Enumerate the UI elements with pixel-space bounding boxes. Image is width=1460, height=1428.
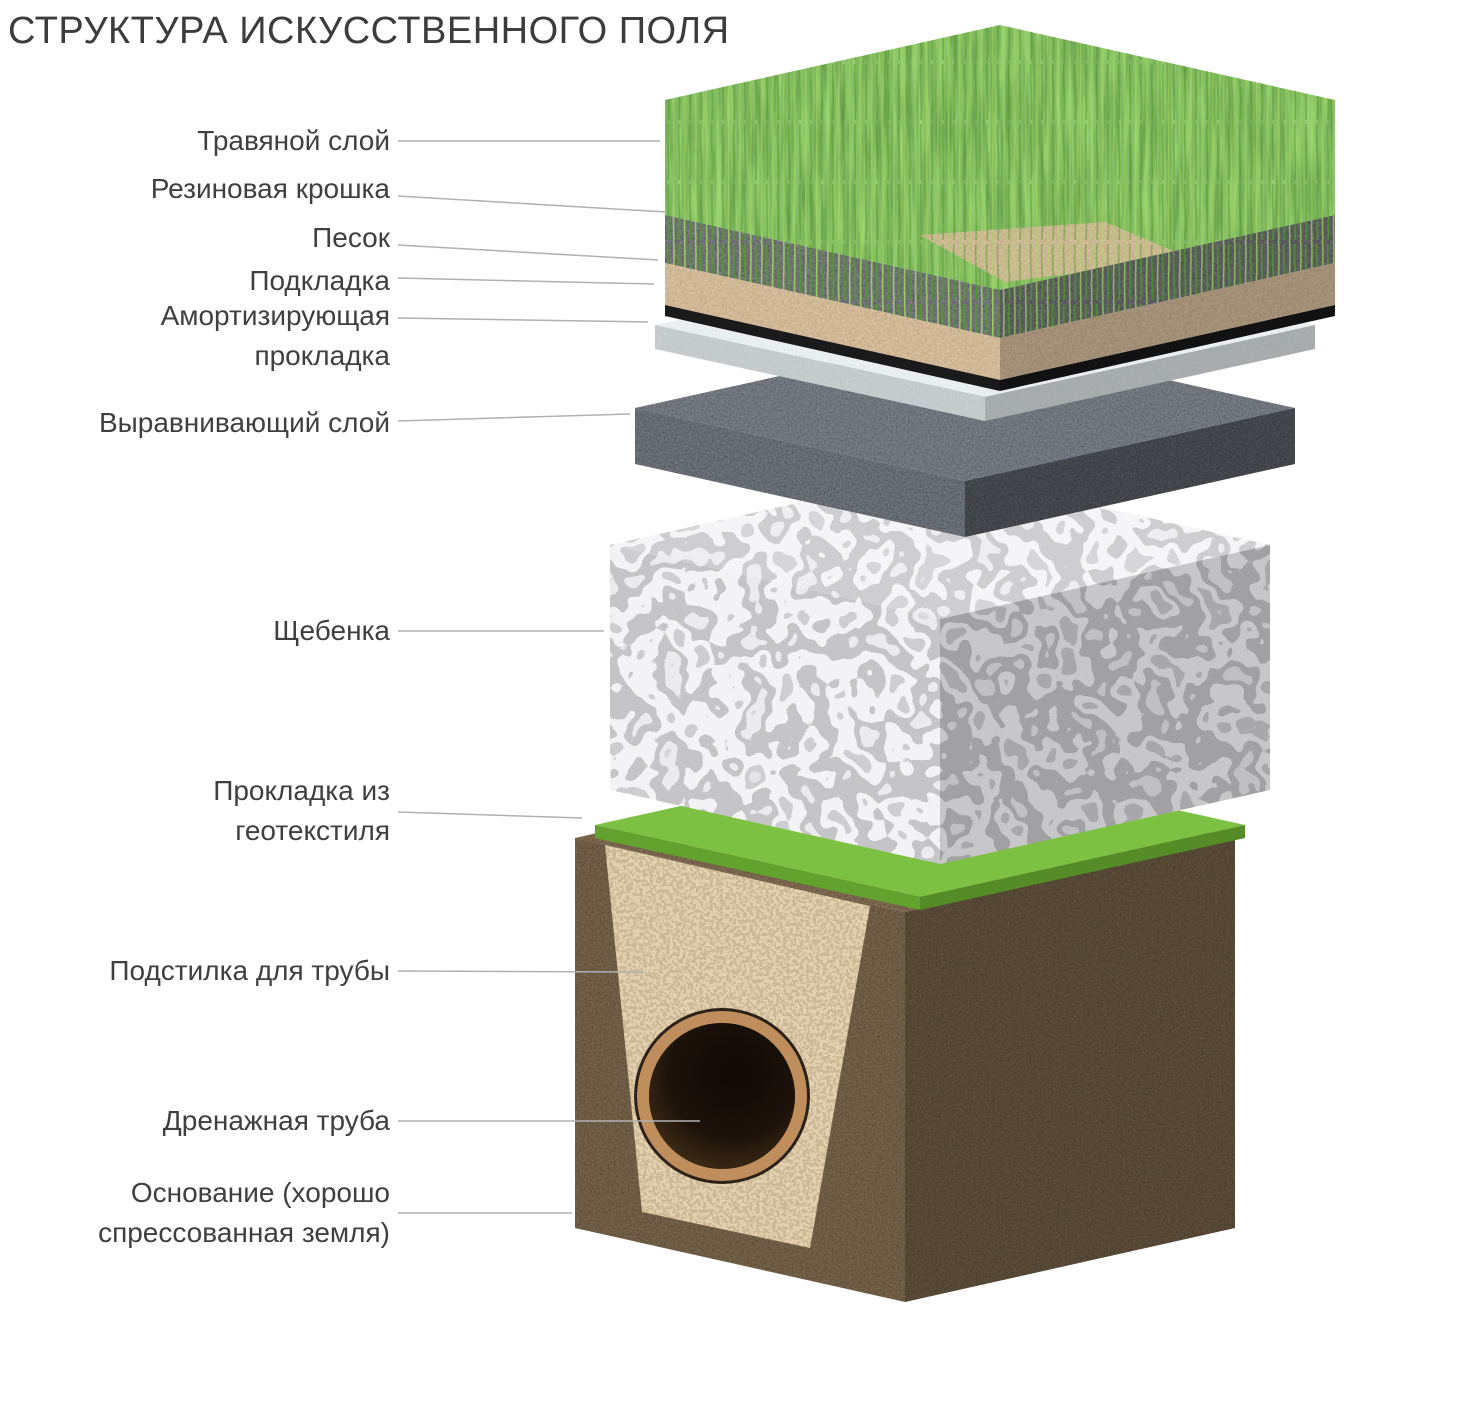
thatch-blades-left bbox=[665, 215, 1000, 338]
label-geotextile: Прокладка из геотекстиля bbox=[213, 775, 390, 846]
backing-strip-right bbox=[1000, 305, 1335, 391]
turf-layer bbox=[665, 25, 1335, 391]
sand-band-right-shade bbox=[1000, 263, 1335, 380]
leveling-right-shade bbox=[965, 408, 1295, 537]
soil-right-face bbox=[905, 838, 1235, 1302]
soil-right-shade bbox=[905, 838, 1235, 1302]
label-leveling-layer: Выравнивающий слой bbox=[98, 407, 390, 438]
label-pipe-bedding: Подстилка для трубы bbox=[109, 955, 390, 986]
gravel-layer bbox=[610, 471, 1270, 864]
leveling-left-face bbox=[635, 408, 965, 537]
shock-pad-left-shade bbox=[655, 325, 985, 421]
geotextile-left-face bbox=[595, 825, 920, 910]
label-drainage-pipe: Дренажная труба bbox=[162, 1105, 390, 1136]
gravel-left-face bbox=[610, 545, 940, 864]
leveling-right-face bbox=[965, 408, 1295, 537]
leader-line-backing bbox=[397, 277, 655, 285]
label-rubber-crumb: Резиновая крошка bbox=[150, 173, 390, 204]
backing-strip-left bbox=[665, 305, 1000, 391]
label-backing: Подкладка bbox=[249, 265, 390, 296]
leader-line-rubber bbox=[397, 195, 667, 213]
label-sand: Песок bbox=[312, 222, 390, 253]
leader-line-geotextile bbox=[397, 811, 583, 819]
leader-line-sand bbox=[397, 244, 659, 261]
leader-line-leveling bbox=[397, 413, 631, 422]
gravel-right-shade bbox=[940, 545, 1270, 864]
shock-pad-left-face bbox=[655, 325, 985, 421]
leader-line-shock-pad bbox=[397, 317, 649, 323]
label-base-soil: Основание (хорошо спрессованная земля) bbox=[98, 1177, 390, 1248]
shock-pad-right-face bbox=[985, 325, 1315, 421]
sand-band-left bbox=[665, 263, 1000, 380]
drainage-pipe bbox=[634, 1008, 810, 1184]
gravel-right-face bbox=[940, 545, 1270, 864]
leader-lines bbox=[397, 140, 700, 1214]
sand-band-right bbox=[1000, 263, 1335, 380]
shock-pad-right-shade bbox=[985, 325, 1315, 421]
grass-canopy-blades bbox=[665, 25, 1335, 290]
label-crushed-stone: Щебенка bbox=[273, 615, 390, 646]
label-grass-layer: Травяной слой bbox=[197, 125, 390, 156]
geotextile-right-face bbox=[920, 825, 1245, 910]
pipe-rim bbox=[637, 1011, 807, 1181]
diagram-title: СТРУКТУРА ИСКУССТВЕННОГО ПОЛЯ bbox=[8, 10, 730, 52]
leader-line-bedding bbox=[397, 970, 647, 973]
pipe-bore bbox=[649, 1023, 795, 1169]
sand-patch-blades bbox=[920, 222, 1190, 282]
thatch-blades-right bbox=[1000, 215, 1335, 338]
label-shock-pad: Амортизирующая прокладка bbox=[160, 300, 390, 371]
